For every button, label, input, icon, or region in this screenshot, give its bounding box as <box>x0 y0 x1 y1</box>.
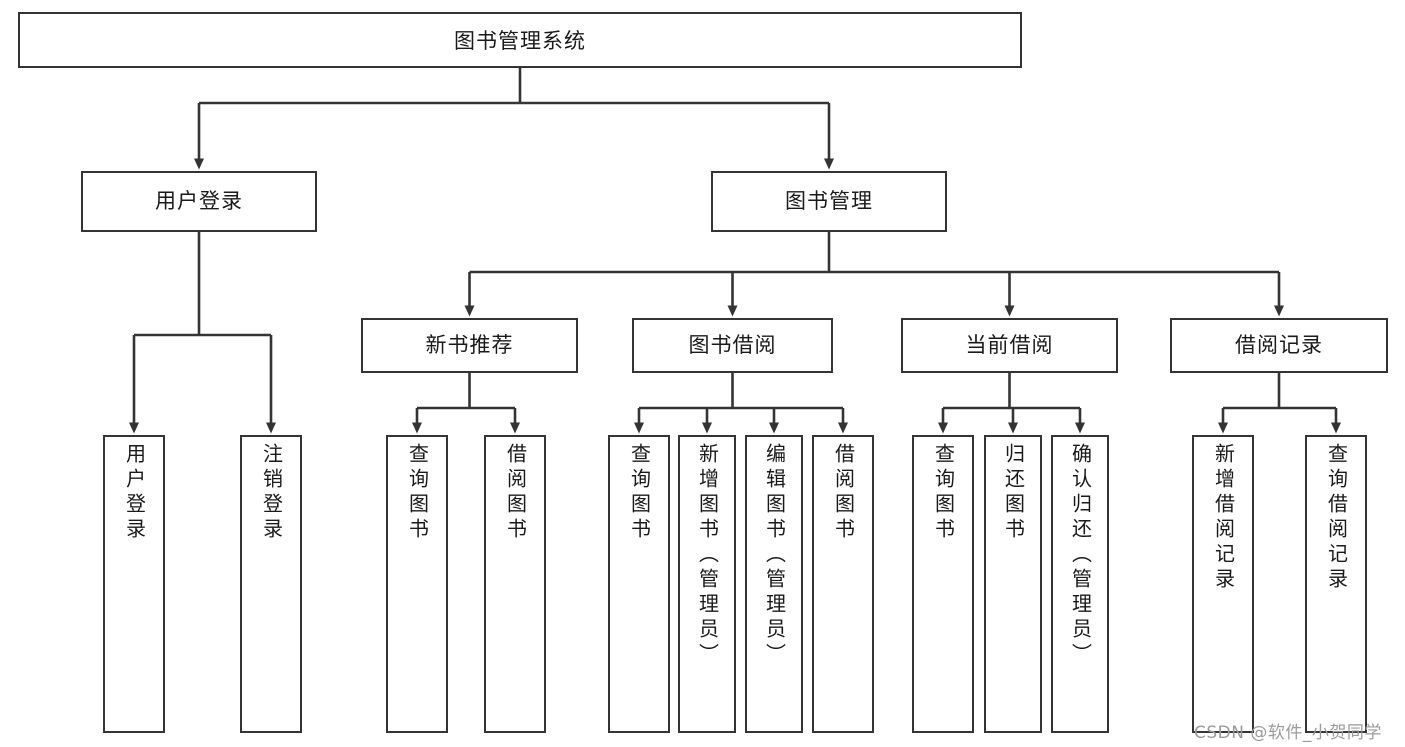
node-label: 注销登录 <box>259 443 284 543</box>
node-book-management[interactable]: 图书管理 <box>711 171 947 232</box>
node-borrow-records[interactable]: 借阅记录 <box>1170 318 1388 373</box>
node-label: 当前借阅 <box>965 332 1054 357</box>
node-label: 查询图书 <box>405 443 430 543</box>
node-user-login[interactable]: 用户登录 <box>81 171 317 232</box>
node-new-book-recommend[interactable]: 新书推荐 <box>361 318 578 373</box>
leaf-query-books-borrow[interactable]: 查询图书 <box>608 435 670 733</box>
leaf-query-borrow-record[interactable]: 查询借阅记录 <box>1305 435 1367 733</box>
node-label: 借阅图书 <box>831 443 856 543</box>
node-label: 编辑图书（管理员） <box>762 443 787 668</box>
node-label: 用户登录 <box>155 188 243 213</box>
node-label: 借阅记录 <box>1235 332 1323 357</box>
node-label: 归还图书 <box>1001 443 1026 543</box>
leaf-add-book-admin[interactable]: 新增图书（管理员） <box>678 435 736 733</box>
leaf-confirm-return-admin[interactable]: 确认归还（管理员） <box>1051 435 1109 733</box>
node-label: 查询借阅记录 <box>1324 443 1349 593</box>
node-label: 查询图书 <box>627 443 652 543</box>
leaf-borrow-book[interactable]: 借阅图书 <box>812 435 874 733</box>
node-label: 借阅图书 <box>503 443 528 543</box>
leaf-user-login[interactable]: 用户登录 <box>103 435 165 733</box>
node-label: 新书推荐 <box>425 332 514 357</box>
leaf-borrow-books-recommend[interactable]: 借阅图书 <box>484 435 546 733</box>
leaf-add-borrow-record[interactable]: 新增借阅记录 <box>1192 435 1254 733</box>
leaf-return-book[interactable]: 归还图书 <box>984 435 1042 733</box>
node-current-borrow[interactable]: 当前借阅 <box>901 318 1118 373</box>
leaf-query-books-recommend[interactable]: 查询图书 <box>386 435 448 733</box>
leaf-query-books-current[interactable]: 查询图书 <box>912 435 974 733</box>
node-label: 确认归还（管理员） <box>1068 443 1093 668</box>
node-label: 图书借阅 <box>688 332 777 357</box>
node-book-borrow[interactable]: 图书借阅 <box>632 318 833 373</box>
node-label: 图书管理 <box>785 188 873 213</box>
leaf-user-logout[interactable]: 注销登录 <box>240 435 302 733</box>
node-root[interactable]: 图书管理系统 <box>18 12 1022 68</box>
node-label: 新增借阅记录 <box>1211 443 1236 593</box>
csdn-watermark: CSDN @软件_小贺同学 <box>1194 723 1382 743</box>
leaf-edit-book-admin[interactable]: 编辑图书（管理员） <box>745 435 803 733</box>
node-label: 查询图书 <box>931 443 956 543</box>
node-label: 新增图书（管理员） <box>695 443 720 668</box>
node-label: 图书管理系统 <box>454 29 586 53</box>
node-label: 用户登录 <box>122 443 147 543</box>
